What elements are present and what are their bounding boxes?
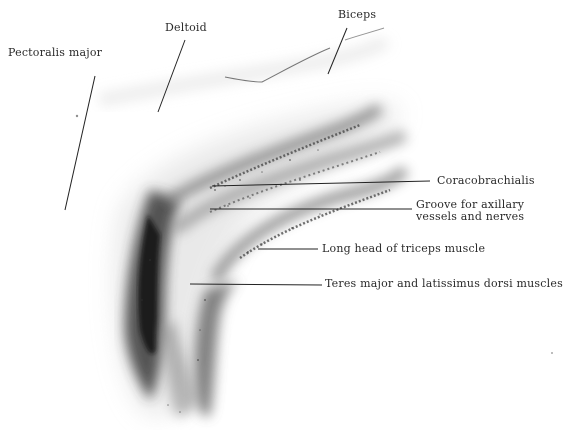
label-long-head-triceps: Long head of triceps muscle [322,243,485,255]
leader-deltoid [158,40,185,112]
leader-pectoralis-major [65,76,95,210]
label-coracobrachialis: Coracobrachialis [437,175,535,187]
arm-top-shadow [100,40,385,100]
label-pectoralis-major: Pectoralis major [8,47,102,59]
label-groove-line2: vessels and nerves [416,211,524,223]
label-teres-latissimus: Teres major and latissimus dorsi muscles [325,278,563,290]
label-deltoid: Deltoid [165,22,207,34]
label-biceps: Biceps [338,9,376,21]
